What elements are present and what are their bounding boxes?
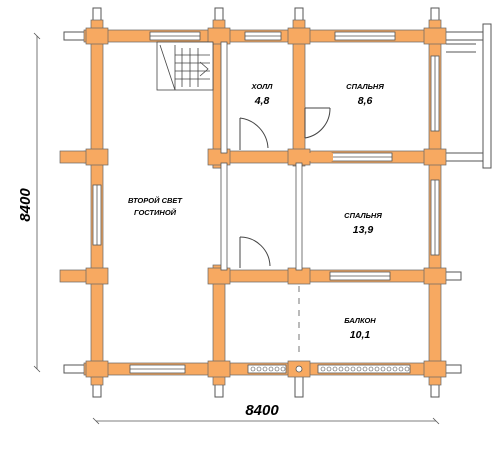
room-name-hall: ХОЛЛ [251,82,274,91]
balcony-railing [247,364,411,374]
partition-corridor-living [220,162,228,271]
terrace-structure [439,23,492,169]
staircase [156,41,214,91]
room-name-bedroom1: СПАЛЬНЯ [346,82,384,91]
room-name-living-2: ГОСТИНОЙ [134,208,177,217]
room-name-balcony: БАЛКОН [344,316,376,325]
log-knots [85,27,447,378]
room-name-living: ВТОРОЙ СВЕТ [128,196,183,205]
room-name-bedroom2: СПАЛЬНЯ [344,211,382,220]
room-area-bedroom2: 13,9 [353,224,374,236]
dimension-line-horizontal [92,417,440,425]
walls [59,19,445,386]
log-ends [63,7,462,398]
partition-corridor-bedroom [295,162,303,271]
room-area-balcony: 10,1 [350,329,371,341]
room-area-hall: 4,8 [254,95,270,107]
partition-hall-living [220,41,228,154]
wall-balcony-left [212,264,226,386]
dimension-height-label: 8400 [17,188,34,222]
wall-balcony-top [212,269,442,283]
dimension-line-vertical [33,32,41,373]
windows [92,31,440,374]
room-area-bedroom1: 8,6 [358,95,373,107]
doors [239,107,331,268]
dimension-width-label: 8400 [245,402,279,419]
partitions [220,41,303,271]
